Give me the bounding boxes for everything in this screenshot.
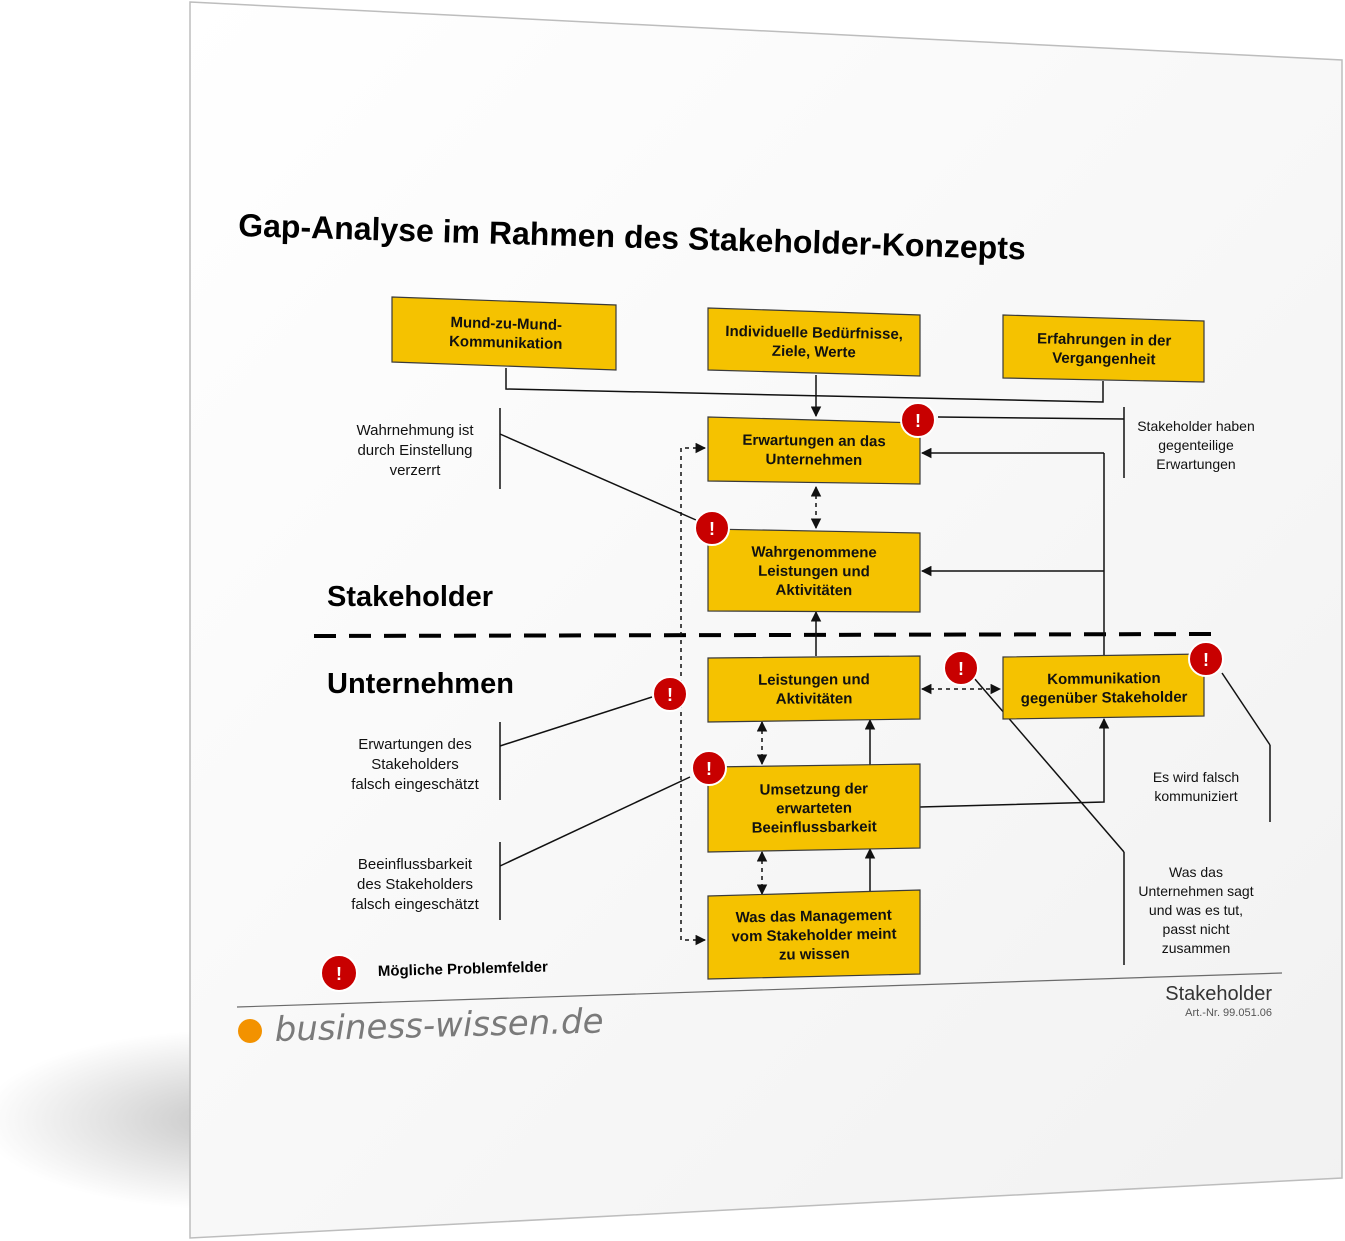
- note-gegenteilige-erwartungen-line: Erwartungen: [1156, 456, 1235, 472]
- alert-falsch-kommuniziert-symbol: !: [1203, 650, 1209, 670]
- note-wahrnehmung: Wahrnehmung ist durch Einstellung verzerrt: [357, 422, 475, 479]
- brand-logo-text: business-wissen.de: [274, 1001, 604, 1050]
- box-erfahrungen-label: Vergangenheit: [1052, 350, 1156, 369]
- alert-sagt-und-tut-symbol: !: [958, 659, 964, 679]
- box-individuelle-beduerfnisse: Individuelle Bedürfnisse,Ziele, Werte: [707, 307, 921, 377]
- box-management-meint-label: Was das Management: [735, 907, 891, 927]
- alert-wahrnehmung-verzerrt-symbol: !: [709, 519, 715, 539]
- box-mund-zu-mund-shape: [391, 296, 617, 371]
- note-gegenteilige-erwartungen-line: Stakeholder haben: [1137, 418, 1255, 434]
- box-kommunikation-label: gegenüber Stakeholder: [1021, 689, 1188, 708]
- box-individuelle-beduerfnisse-label: Ziele, Werte: [772, 343, 856, 361]
- note-gegenteilige-erwartungen-line: gegenteilige: [1158, 437, 1234, 453]
- stakeholder-divider-line: [313, 632, 1213, 638]
- footer-article-number: Art.-Nr. 99.051.06: [1185, 1007, 1272, 1019]
- box-wahrgenommene-leistungen-shape: [707, 528, 921, 613]
- legend-label: Mögliche Problemfelder: [378, 959, 549, 980]
- paper-sheet: [189, 1, 1343, 1239]
- box-wahrgenommene-leistungen-label: Leistungen und: [758, 563, 870, 581]
- note-sagt-und-tut-line: und was es tut,: [1149, 902, 1243, 918]
- box-erwartungen-shape: [707, 416, 921, 485]
- legend-alert-symbol: !: [336, 964, 342, 984]
- note-wahrnehmung-line: verzerrt: [390, 462, 442, 479]
- box-leistungen-aktivitaeten-label: Leistungen und: [758, 671, 870, 689]
- alert-beeinflussbarkeit-falsch-symbol: !: [706, 759, 712, 779]
- note-wahrnehmung-line: durch Einstellung: [357, 442, 472, 459]
- alert-falsch-kommuniziert-icon: !: [1188, 641, 1224, 677]
- box-leistungen-aktivitaeten-label: Aktivitäten: [776, 690, 853, 707]
- box-wahrgenommene-leistungen-label: Wahrgenommene: [751, 544, 876, 562]
- note-falsch-kommuniziert-line: Es wird falsch: [1153, 769, 1239, 785]
- box-kommunikation-shape: [1002, 653, 1205, 720]
- box-umsetzung-label: Umsetzung der: [760, 780, 869, 798]
- section-label-stakeholder: Stakeholder: [327, 581, 493, 613]
- connectors: [499, 368, 1271, 965]
- legend-alert-icon: [320, 954, 358, 992]
- box-management-meint-shape: [707, 889, 921, 980]
- arrow-implementation-to-comm: [919, 717, 1110, 808]
- note-beeinflussbarkeit-falsch-line: des Stakeholders: [357, 876, 473, 893]
- dashed-connectors: [680, 442, 1002, 946]
- box-mund-zu-mund-label: Kommunikation: [449, 333, 563, 353]
- alert-beeinflussbarkeit-falsch-icon: !: [691, 750, 727, 786]
- box-individuelle-beduerfnisse-label: Individuelle Bedürfnisse,: [725, 323, 903, 343]
- connector-top-sources: [505, 368, 1104, 403]
- box-mund-zu-mund: Mund-zu-Mund-Kommunikation: [391, 296, 617, 371]
- note-beeinflussbarkeit-falsch-line: falsch eingeschätzt: [351, 896, 479, 913]
- brand-dot-icon: [238, 1019, 262, 1043]
- box-management-meint-label: zu wissen: [779, 945, 850, 963]
- note-beeinflussbarkeit-falsch: Beeinflussbarkeit des Stakeholders falsch …: [351, 856, 479, 913]
- alert-erwartungen-falsch-icon: !: [652, 676, 688, 712]
- box-wahrgenommene-leistungen-label: Aktivitäten: [776, 582, 853, 599]
- note-beeinflussbarkeit-falsch-line: Beeinflussbarkeit: [358, 856, 473, 873]
- note-sagt-und-tut-line: Was das: [1169, 864, 1223, 880]
- note-falsch-kommuniziert-line: kommuniziert: [1154, 788, 1237, 804]
- alert-wahrnehmung-verzerrt-icon: !: [694, 510, 730, 546]
- box-kommunikation-label: Kommunikation: [1047, 670, 1161, 688]
- notes: Wahrnehmung ist durch Einstellung verzerrt…: [351, 418, 1255, 956]
- note-erwartungen-falsch-line: falsch eingeschätzt: [351, 776, 479, 793]
- alert-sagt-und-tut-icon: !: [943, 650, 979, 686]
- box-mund-zu-mund-label: Mund-zu-Mund-: [450, 314, 562, 334]
- legend: ! Mögliche Problemfelder: [320, 954, 549, 992]
- box-leistungen-aktivitaeten-shape: [707, 655, 921, 723]
- footer-rule: [236, 972, 1283, 1008]
- alert-gegenteilige-erwartungen-icon: !: [900, 402, 936, 438]
- box-umsetzung-label: Beeinflussbarkeit: [752, 818, 877, 836]
- box-erfahrungen-shape: [1002, 314, 1205, 383]
- box-individuelle-beduerfnisse-shape: [707, 307, 921, 377]
- box-erwartungen-label: Erwartungen an das: [742, 432, 886, 451]
- alert-badges: !!!!!!: [652, 402, 1224, 786]
- box-umsetzung-label: erwarteten: [776, 800, 852, 818]
- note-falsch-kommuniziert: Es wird falsch kommuniziert: [1153, 769, 1239, 804]
- note-sagt-und-tut-line: Unternehmen sagt: [1138, 883, 1253, 899]
- box-management-meint-label: vom Stakeholder meint: [731, 926, 896, 946]
- note-wahrnehmung-line: Wahrnehmung ist: [357, 422, 475, 439]
- section-label-unternehmen: Unternehmen: [327, 668, 514, 700]
- box-erfahrungen-label: Erfahrungen in der: [1037, 330, 1172, 349]
- dashed-expectations-management: [680, 442, 707, 946]
- note-erwartungen-falsch-line: Erwartungen des: [358, 736, 471, 753]
- footer-doc-title: Stakeholder: [1165, 983, 1272, 1005]
- note-sagt-und-tut-line: passt nicht: [1163, 921, 1230, 937]
- box-umsetzung-shape: [707, 763, 921, 853]
- alert-erwartungen-falsch-symbol: !: [667, 685, 673, 705]
- alert-gegenteilige-erwartungen-symbol: !: [915, 411, 921, 431]
- note-sagt-und-tut-line: zusammen: [1162, 940, 1230, 956]
- note-erwartungen-falsch-line: Stakeholders: [371, 756, 459, 773]
- box-erwartungen-label: Unternehmen: [765, 451, 862, 469]
